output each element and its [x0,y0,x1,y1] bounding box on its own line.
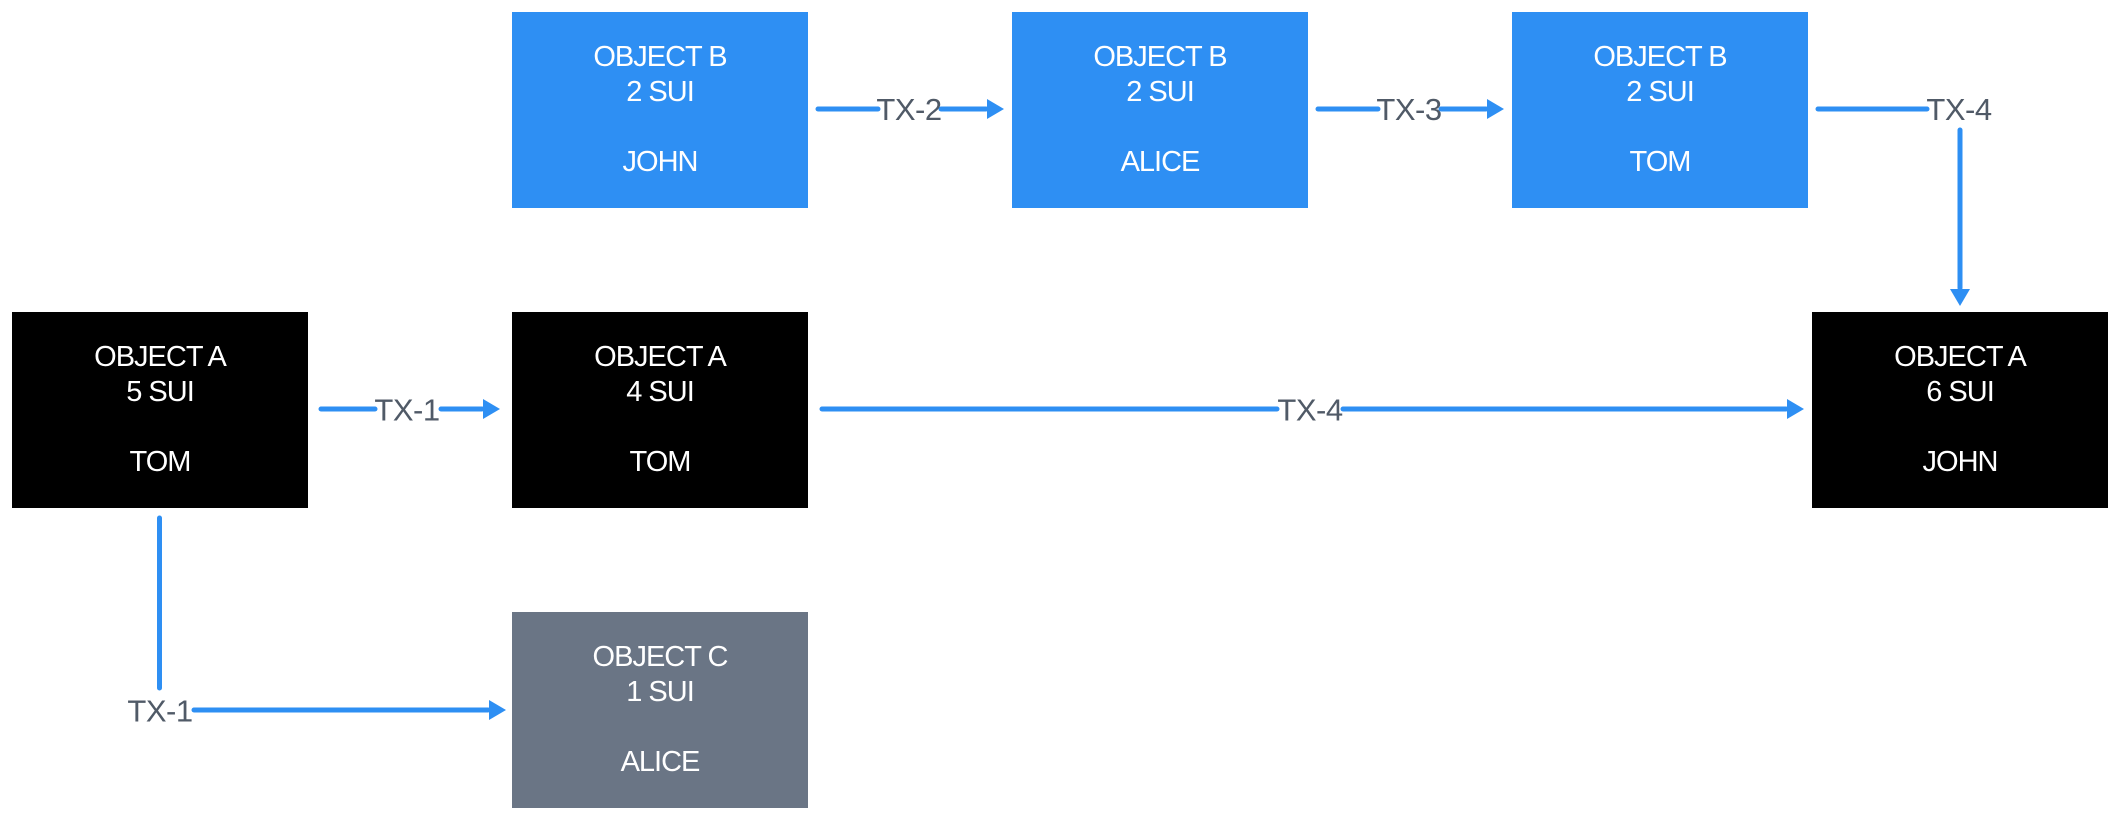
svg-text:TX-4: TX-4 [1277,393,1342,428]
svg-text:TX-3: TX-3 [1376,92,1441,127]
svg-text:TX-4: TX-4 [1926,92,1991,127]
svg-text:TX-1: TX-1 [374,393,439,428]
svg-text:TX-2: TX-2 [876,92,941,127]
svg-text:TX-1: TX-1 [127,694,192,729]
